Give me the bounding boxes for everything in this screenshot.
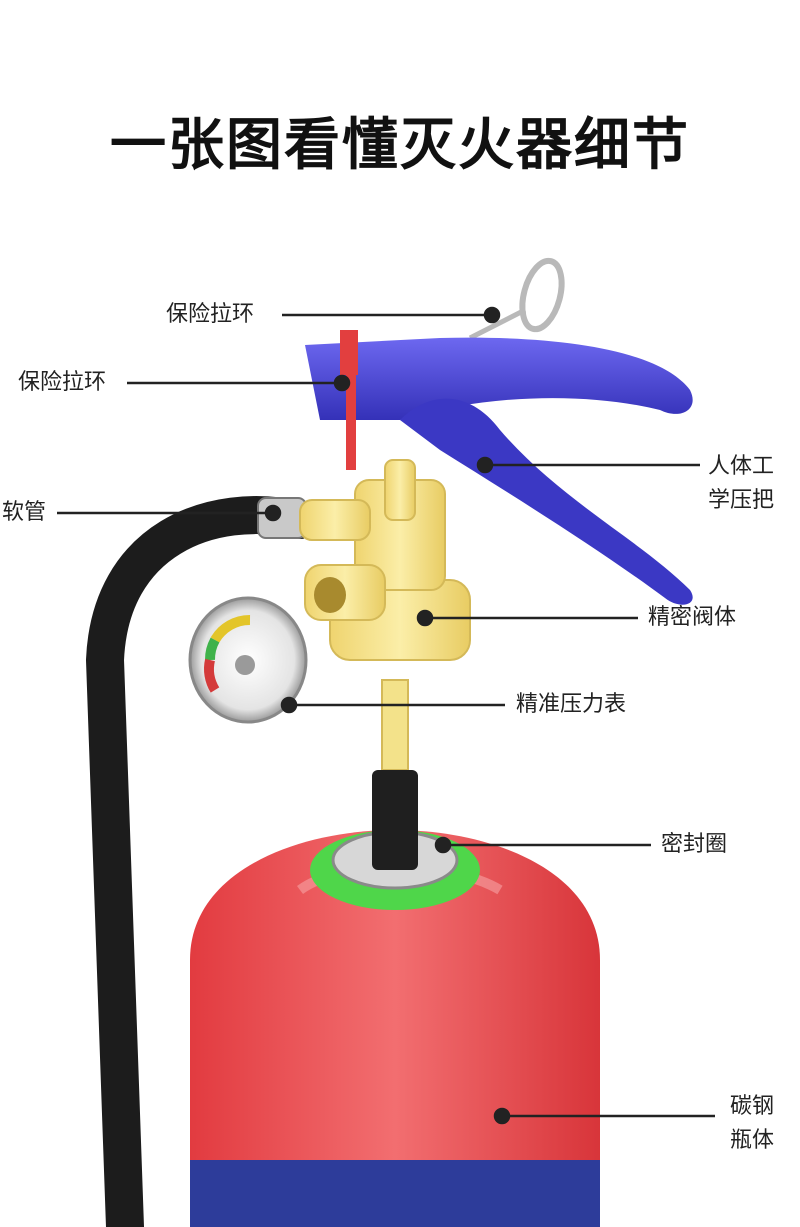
label-pull-ring-left: 保险拉环 (18, 370, 107, 395)
page-title: 一张图看懂灭火器细节 (110, 113, 690, 178)
cylinder-icon (190, 830, 600, 1227)
leader-lines (57, 306, 715, 1125)
label-cylinder-line1: 碳钢 (730, 1094, 775, 1119)
valve-stem-icon (372, 679, 418, 870)
label-pull-ring-top: 保险拉环 (166, 302, 255, 327)
label-valve-body: 精密阀体 (648, 605, 737, 630)
safety-pin-icon (340, 330, 358, 470)
label-handle: 人体工 学压把 (708, 450, 774, 518)
label-handle-line2: 学压把 (708, 488, 775, 513)
handle-lever-icon (305, 337, 693, 605)
pull-ring-icon (468, 257, 565, 341)
label-cylinder: 碳钢 瓶体 (730, 1090, 774, 1158)
valve-body-icon (299, 459, 471, 661)
label-pressure-gauge: 精准压力表 (516, 692, 627, 717)
label-cylinder-line2: 瓶体 (730, 1128, 775, 1153)
label-hose: 软管 (2, 500, 47, 525)
label-seal-ring: 密封圈 (661, 832, 728, 857)
pressure-gauge-icon (188, 596, 308, 724)
label-handle-line1: 人体工 (708, 454, 775, 479)
